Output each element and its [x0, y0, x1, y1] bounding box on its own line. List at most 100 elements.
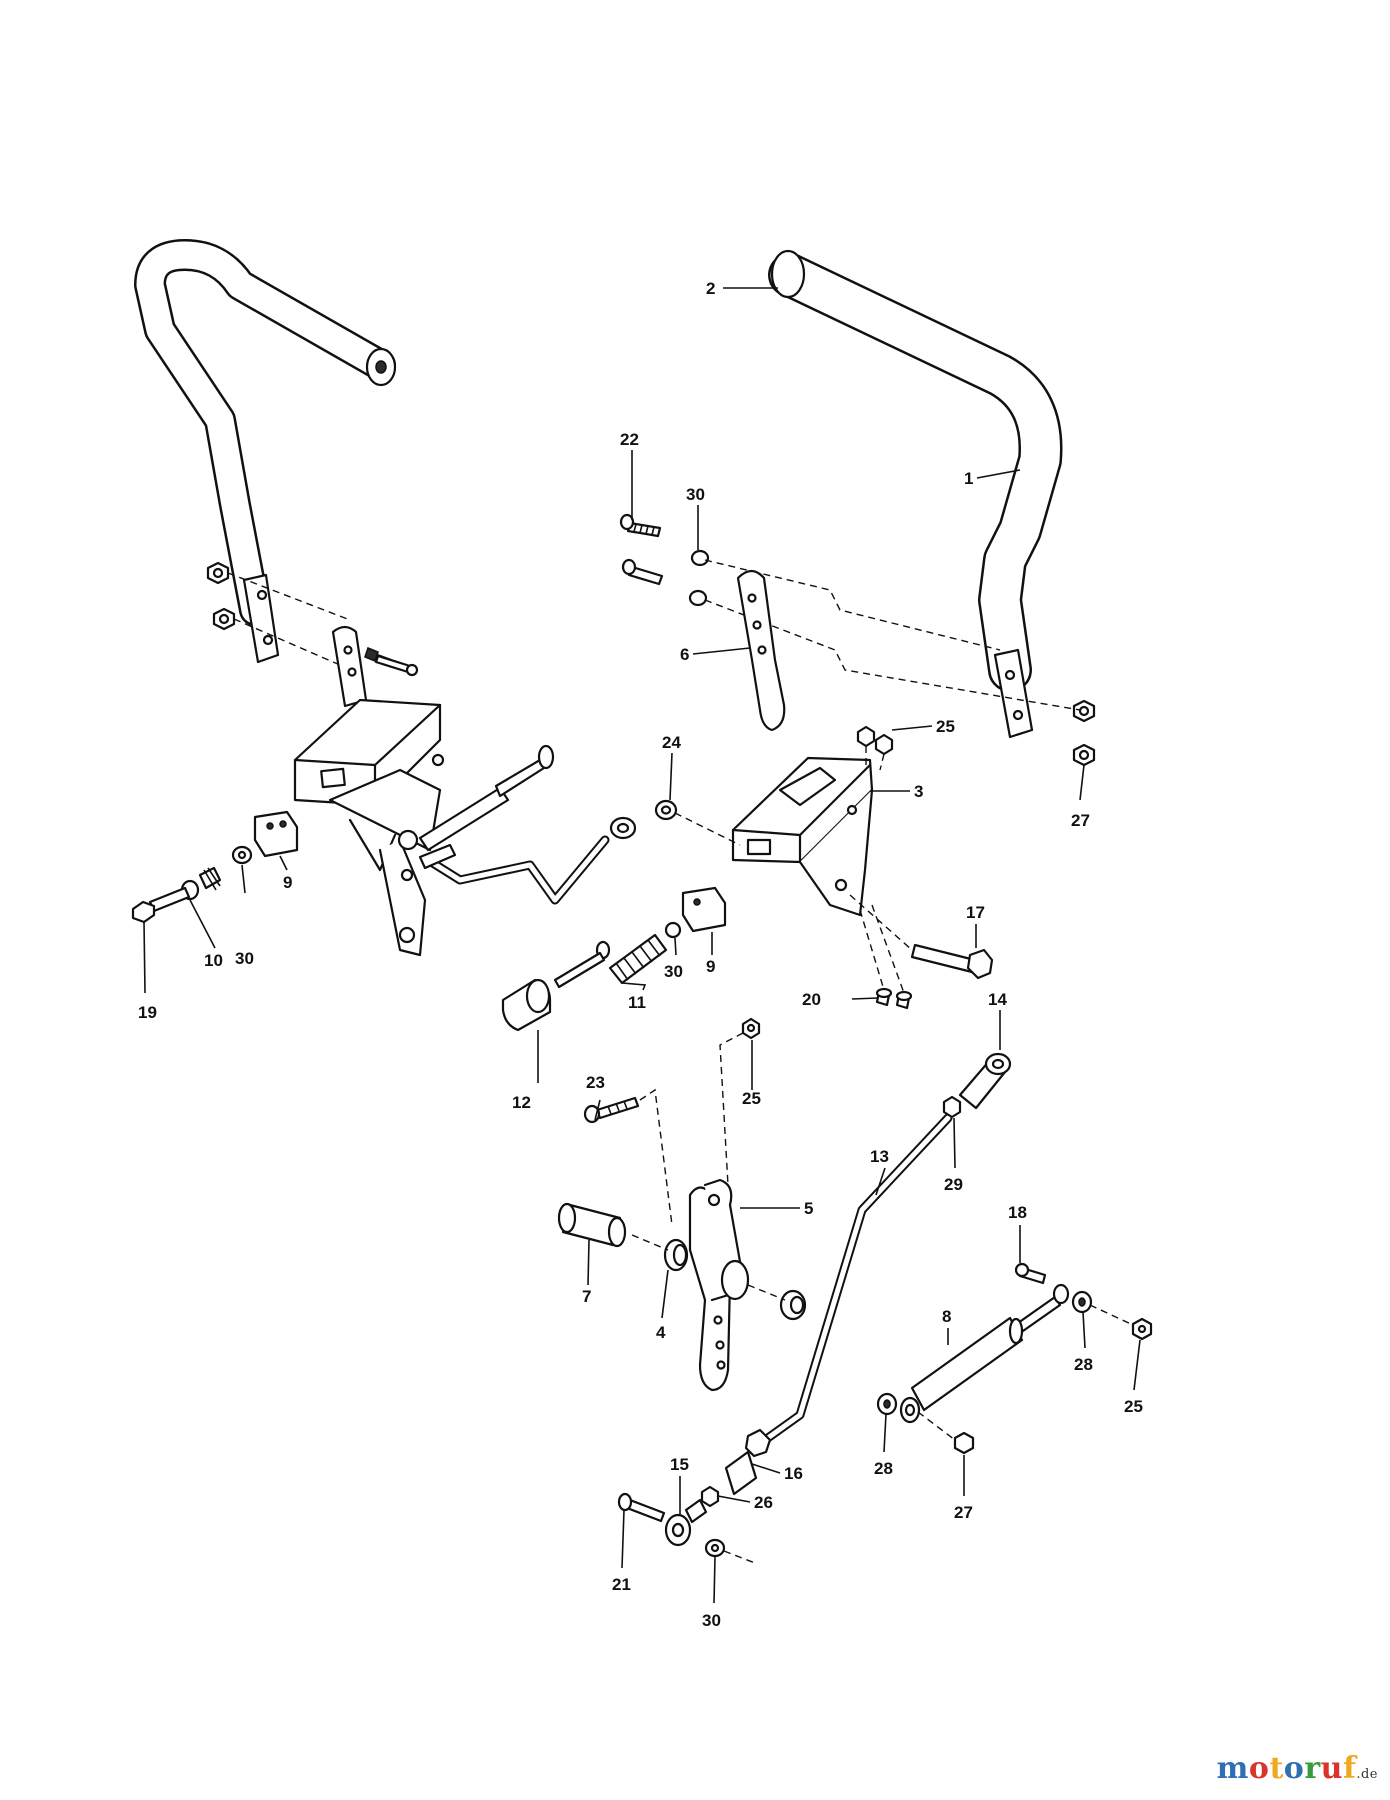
bolt-17 [910, 943, 994, 980]
sleeve-7 [557, 1202, 627, 1248]
callout-25-top: 25 [936, 717, 955, 736]
right-clamp-block [681, 886, 727, 933]
nut-24 [654, 799, 678, 821]
left-damper [418, 744, 555, 852]
control-rod-13 [760, 1113, 953, 1445]
watermark-logo: motoruf.de [1217, 1751, 1378, 1786]
screw-20-a [875, 987, 893, 1007]
nut-25-a [856, 725, 876, 748]
nut-28-lower [876, 1392, 898, 1416]
left-nut-lower [212, 607, 236, 631]
left-control-rod [418, 816, 637, 905]
nut-25-mid [741, 1017, 761, 1040]
spring-10 [198, 866, 222, 891]
bolt-22 [619, 513, 662, 538]
callout-21: 21 [612, 1575, 631, 1594]
left-shift-arm [331, 625, 368, 708]
callout-11: 11 [628, 993, 646, 1012]
nut-28-upper [1071, 1290, 1093, 1314]
callout-27-top: 27 [1071, 811, 1090, 830]
callout-18: 18 [1008, 1203, 1027, 1222]
washer-30-left [231, 845, 253, 865]
callout-4: 4 [656, 1323, 666, 1342]
callout-23: 23 [586, 1073, 605, 1092]
bolt-19 [131, 886, 191, 924]
callout-29: 29 [944, 1175, 963, 1194]
washer-30-top [690, 549, 710, 567]
callout-25-mid: 25 [742, 1089, 761, 1108]
callout-15: 15 [670, 1455, 689, 1474]
callout-20: 20 [802, 990, 821, 1009]
right-nut-lower [1072, 743, 1096, 767]
watermark-letter: f [1342, 1751, 1357, 1786]
bolt-21 [617, 1492, 666, 1523]
callout-6: 6 [680, 645, 689, 664]
callout-24: 24 [662, 733, 681, 752]
watermark-letter: r [1304, 1751, 1321, 1786]
callout-5: 5 [804, 1199, 813, 1218]
left-handle-bar [134, 239, 397, 664]
bolt-18 [1014, 1262, 1047, 1285]
callout-30-bottom: 30 [702, 1611, 721, 1630]
watermark-letter: o [1283, 1751, 1305, 1786]
callout-17: 17 [966, 903, 985, 922]
watermark-letter: u [1320, 1751, 1343, 1786]
washer-30-top-b [688, 589, 708, 607]
right-nut-upper [1072, 699, 1096, 723]
bushing-4b [779, 1289, 807, 1321]
callout-12: 12 [512, 1093, 531, 1112]
right-shift-arm [736, 569, 786, 732]
callout-22: 22 [620, 430, 639, 449]
nut-25-b [874, 733, 894, 756]
left-nut-upper [206, 561, 230, 585]
callout-8: 8 [942, 1307, 951, 1326]
pivot-bracket-5 [688, 1178, 750, 1392]
screw-20-b [895, 990, 913, 1010]
nut-27-lower [953, 1431, 975, 1455]
washer-30-bottom [704, 1538, 726, 1558]
callout-13: 13 [870, 1147, 889, 1166]
left-bolt [364, 647, 419, 677]
washer-30-mid [664, 921, 682, 939]
gas-spring-8 [899, 1283, 1070, 1424]
nut-26 [700, 1485, 720, 1508]
knob-12 [501, 951, 606, 1032]
callout-2: 2 [706, 279, 715, 298]
callout-30-top: 30 [686, 485, 705, 504]
callout-25-right: 25 [1124, 1397, 1143, 1416]
left-clamp-block [253, 810, 299, 858]
watermark-suffix: .de [1356, 1767, 1378, 1782]
callout-7: 7 [582, 1287, 591, 1306]
nut-29 [942, 1095, 962, 1119]
callout-3: 3 [914, 782, 923, 801]
left-control-housing [293, 698, 445, 957]
bushing-4 [663, 1238, 689, 1272]
watermark-letter: o [1248, 1751, 1270, 1786]
callout-28-upper: 28 [1074, 1355, 1093, 1374]
watermark-letter: t [1269, 1751, 1284, 1786]
callout-10: 10 [204, 951, 223, 970]
callout-9-left: 9 [283, 873, 292, 892]
nut-25-right [1131, 1317, 1153, 1341]
rod-end-14 [958, 1052, 1012, 1110]
bolt-23 [583, 1096, 640, 1124]
rod-end-15 [664, 1498, 708, 1547]
right-control-housing [731, 756, 874, 917]
coupler-16 [724, 1428, 772, 1496]
callout-28-lower: 28 [874, 1459, 893, 1478]
callout-16: 16 [784, 1464, 803, 1483]
callout-14: 14 [988, 990, 1007, 1009]
spring-11 [608, 933, 668, 985]
right-handle-bar [768, 249, 1063, 739]
callout-26: 26 [754, 1493, 773, 1512]
watermark-letter: m [1216, 1751, 1249, 1786]
leader-lines [143, 287, 1141, 1604]
callout-30-left: 30 [235, 949, 254, 968]
callout-1: 1 [964, 469, 973, 488]
callout-9-right: 9 [706, 957, 715, 976]
bolt-22b [621, 558, 664, 586]
callout-30-mid: 30 [664, 962, 683, 981]
callout-27-bottom: 27 [954, 1503, 973, 1522]
callout-19: 19 [138, 1003, 157, 1022]
